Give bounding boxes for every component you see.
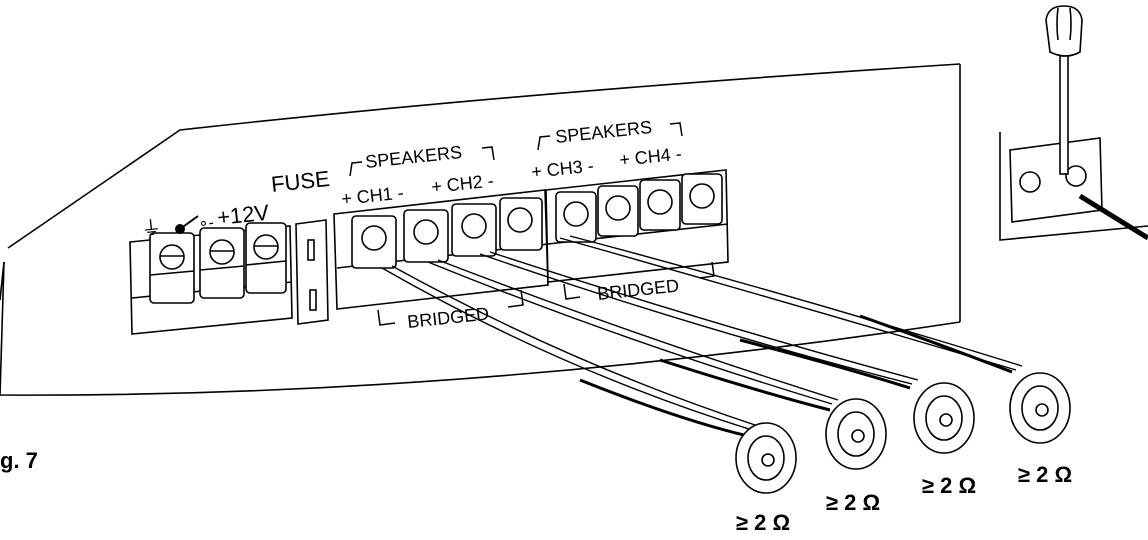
- power-terminal-block: [129, 222, 293, 335]
- ch4-label: + CH4 -: [618, 144, 682, 170]
- power-label: +12V: [216, 200, 271, 230]
- speaker-wire-pairs: [579, 314, 1013, 438]
- ch1-label: + CH1 -: [340, 183, 404, 209]
- amplifier-panel: [0, 63, 961, 396]
- speakers-label-right: SPEAKERS: [554, 117, 653, 147]
- speaker-terminal-block-right: [545, 169, 729, 283]
- speakers-label-left: SPEAKERS: [364, 142, 463, 172]
- fuse-label: FUSE: [270, 166, 331, 197]
- impedance-label: ≥ 2 Ω: [922, 473, 976, 498]
- speaker-icon: [1009, 372, 1071, 444]
- screwdriver-icon: [1045, 5, 1083, 175]
- impedance-label: ≥ 2 Ω: [1018, 462, 1072, 487]
- speaker-terminal-block-left: [333, 189, 549, 310]
- fuse-icon: [295, 219, 329, 325]
- inset-wire: [1078, 193, 1148, 241]
- impedance-label: ≥ 2 Ω: [826, 490, 880, 515]
- speaker-brackets: [349, 122, 715, 326]
- switch-icon: [175, 215, 199, 234]
- speaker-icon: [913, 382, 975, 454]
- ch3-label: + CH3 -: [530, 156, 594, 182]
- ch2-label: + CH2 -: [430, 171, 494, 197]
- impedance-label: ≥ 2 Ω: [736, 510, 790, 535]
- speaker-icon: [735, 422, 797, 494]
- speaker-icon: [825, 398, 887, 470]
- bridged-label-left: BRIDGED: [406, 304, 490, 332]
- figure-label: g. 7: [0, 448, 38, 473]
- ground-icon: ⏚: [140, 217, 162, 241]
- speaker-wires: [381, 235, 1023, 431]
- switch-label: ∘-: [198, 214, 215, 233]
